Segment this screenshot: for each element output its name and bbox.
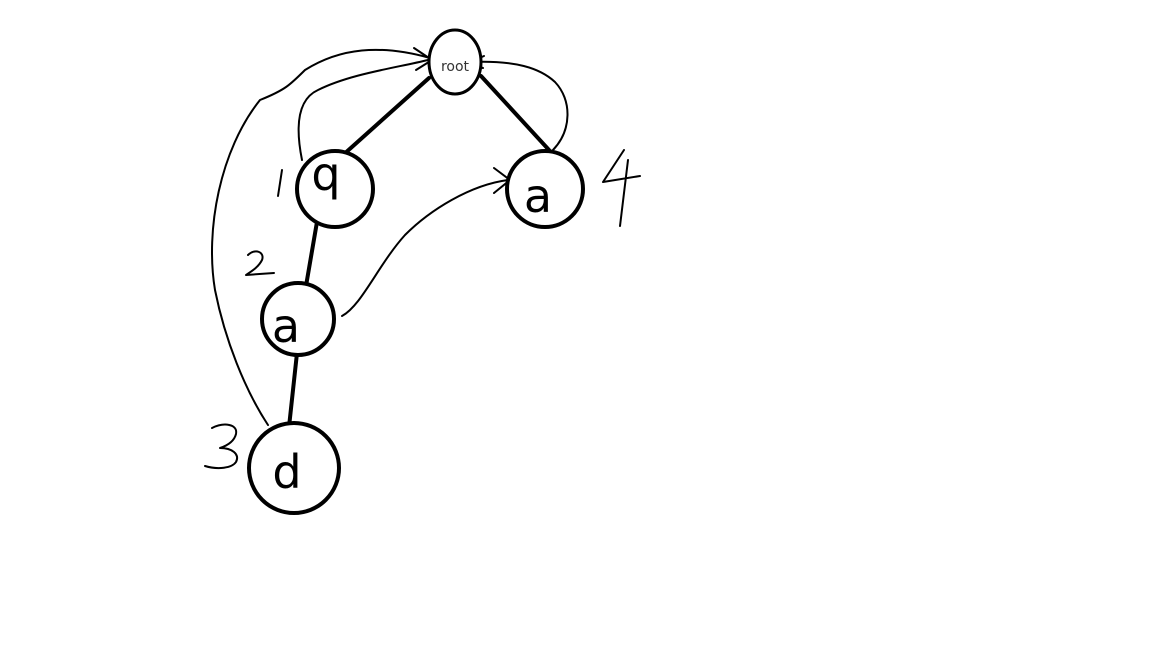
root-label: root [441,59,470,75]
node-q: q [295,147,375,229]
edge-q-a1 [304,214,320,288]
node-d-label: d [272,445,301,499]
fail-link-a1-to-a2 [341,179,509,317]
node-a1-label: a [272,299,300,353]
node-a1: a [260,281,336,357]
fail-link-a2-to-root [469,60,569,151]
number-4 [602,149,641,227]
edge-root-a2 [479,74,551,152]
fail-link-d-to-root [211,48,431,426]
number-2 [245,250,275,276]
node-d: d [247,421,341,515]
root-node: root [427,28,483,96]
node-a2-label: a [524,169,552,223]
number-3 [204,423,238,470]
node-a2: a [505,149,585,229]
number-1 [277,169,283,197]
fail-link-q-to-root [297,59,429,161]
edge-root-q [341,76,431,157]
edge-a1-d [287,351,299,429]
node-q-label: q [311,147,340,201]
